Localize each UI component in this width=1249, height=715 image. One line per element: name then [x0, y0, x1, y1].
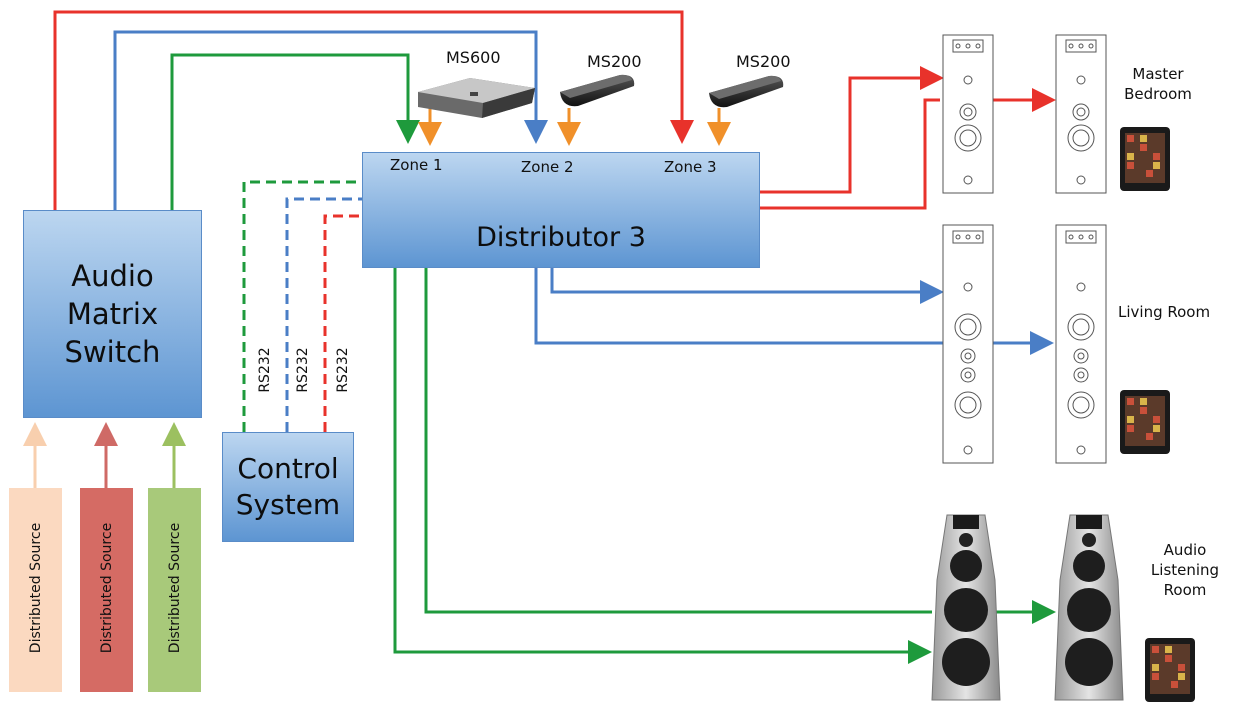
master-out-2	[760, 98, 940, 210]
zone3-label: Zone 3	[664, 158, 717, 176]
room-audio-label: Audio Listening Room	[1145, 540, 1225, 600]
rs232-label-c: RS232	[335, 347, 351, 393]
rs232-green-line	[242, 180, 406, 432]
ms200a-device-icon	[560, 74, 635, 107]
zone2-label: Zone 2	[521, 158, 574, 176]
living-out-1	[550, 268, 944, 304]
room-audio-line1: Audio	[1163, 541, 1207, 559]
ms200a-label: MS200	[587, 52, 642, 71]
master-out-1	[760, 66, 944, 194]
audio-matrix-switch-box: Audio Matrix Switch	[23, 210, 202, 418]
matrix-label-line1: Audio	[71, 259, 154, 293]
distributed-source-2: Distributed Source	[80, 488, 133, 692]
zone1-label: Zone 1	[390, 156, 443, 174]
matrix-label-line2: Matrix	[66, 297, 159, 331]
tablet-living-icon	[1120, 390, 1170, 454]
blue-feed-line	[113, 30, 548, 210]
distributed-source-1: Distributed Source	[9, 488, 62, 692]
distributor-label: Distributor 3	[476, 222, 646, 253]
room-living-label: Living Room	[1118, 303, 1211, 321]
ms600-device-icon	[418, 78, 535, 118]
red-feed-line	[53, 10, 694, 210]
room-master-line1: Master	[1132, 65, 1184, 83]
green-feed-line	[170, 53, 420, 210]
floor-speaker-left-icon	[931, 514, 1001, 701]
ms600-label: MS600	[446, 48, 501, 67]
control-label-line2: System	[235, 488, 341, 521]
tablet-master-icon	[1120, 127, 1170, 191]
tablet-audio-icon	[1145, 638, 1195, 702]
room-master-line2: Bedroom	[1124, 85, 1192, 103]
room-master-label: Master Bedroom	[1118, 64, 1198, 104]
living-out-2	[534, 268, 945, 345]
source-1-label: Distributed Source	[28, 522, 44, 654]
rs232-label-a: RS232	[257, 347, 273, 393]
ms200b-device-icon	[709, 75, 784, 108]
rs232-label-b: RS232	[295, 347, 311, 393]
audio-out-1	[424, 268, 932, 614]
source-3-label: Distributed Source	[167, 522, 183, 654]
distributor-box: Distributor 3	[362, 152, 760, 268]
control-label-line1: Control	[237, 452, 339, 485]
rs232-red-line	[323, 214, 693, 432]
ms200b-label: MS200	[736, 52, 791, 71]
floor-speaker-right-icon	[1054, 514, 1124, 701]
living-speaker-right-icon	[1055, 224, 1107, 464]
living-speaker-left-icon	[942, 224, 994, 464]
distributed-source-3: Distributed Source	[148, 488, 201, 692]
master-speaker-right-icon	[1055, 34, 1107, 194]
source-2-label: Distributed Source	[99, 522, 115, 654]
room-audio-line3: Room	[1163, 581, 1207, 599]
room-audio-line2: Listening	[1150, 561, 1220, 579]
audio-out-2	[393, 268, 932, 664]
matrix-label-line3: Switch	[64, 335, 161, 369]
control-system-box: Control System	[222, 432, 354, 542]
master-speaker-left-icon	[942, 34, 994, 194]
